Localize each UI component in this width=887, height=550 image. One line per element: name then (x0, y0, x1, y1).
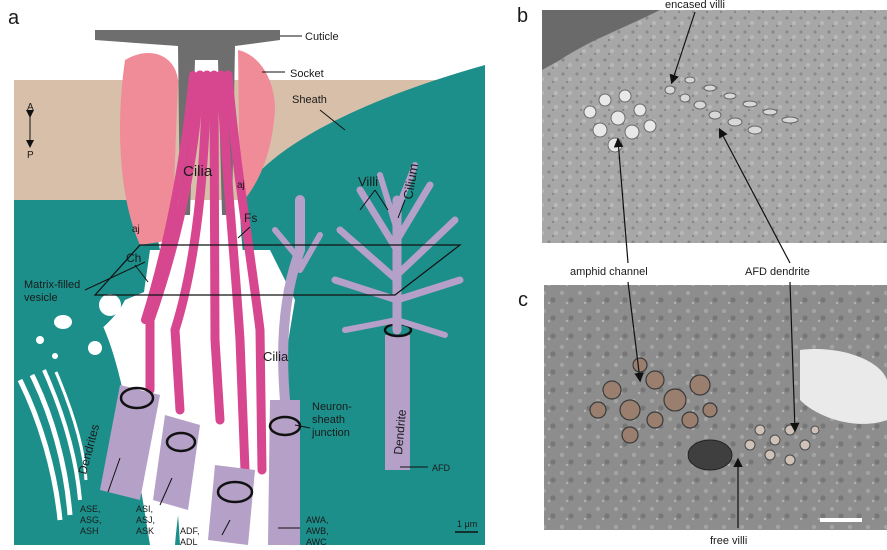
label-neuron-sheath-3: junction (311, 427, 350, 439)
panel-c-letter: c (518, 289, 528, 311)
label-free-villi: free villi (710, 535, 747, 547)
label-socket: Socket (290, 68, 324, 80)
label-scale: 1 μm (457, 519, 477, 529)
panel-b: b encased villi (517, 0, 887, 243)
group4-line3: AWC (306, 537, 327, 547)
panel-c: c free villi (518, 285, 887, 547)
label-amphid-channel: amphid channel (570, 266, 648, 278)
label-villi: Villi (358, 174, 378, 189)
em-c-scale-bar (820, 518, 862, 522)
label-cilia-mid: Cilia (263, 349, 289, 364)
label-neuron-sheath-1: Neuron- (312, 401, 352, 413)
panel-a-letter: a (8, 7, 20, 29)
label-encased-villi: encased villi (665, 0, 725, 11)
group1-line3: ASH (80, 526, 99, 536)
label-fs: Fs (244, 211, 257, 225)
panel-b-letter: b (517, 5, 528, 27)
group3-line2: ADL (180, 537, 198, 547)
axis-posterior: P (27, 150, 34, 161)
group1-line2: ASG, (80, 515, 102, 525)
group3-line1: ADF, (180, 526, 200, 536)
group2-line2: ASJ, (136, 515, 155, 525)
label-cilia-top: Cilia (183, 163, 213, 180)
em-c-dark-organelle (688, 440, 732, 470)
label-neuron-sheath-2: sheath (312, 414, 345, 426)
group4-line2: AWB, (306, 526, 329, 536)
label-cuticle: Cuticle (305, 31, 339, 43)
group2-line3: ASK (136, 526, 154, 536)
axis-anterior: A (27, 102, 34, 113)
label-ch: Ch (126, 251, 141, 265)
label-aj-left: aj (132, 224, 140, 235)
group2-line1: ASI, (136, 504, 153, 514)
label-afd: AFD (432, 463, 451, 473)
label-aj-right: aj (237, 180, 245, 191)
label-matrix-vesicle-1: Matrix-filled (24, 279, 80, 291)
label-afd-dendrite: AFD dendrite (745, 266, 810, 278)
label-matrix-vesicle-2: vesicle (24, 292, 58, 304)
group4-line1: AWA, (306, 515, 328, 525)
group1-line1: ASE, (80, 504, 101, 514)
panel-a: a (8, 7, 485, 547)
label-sheath: Sheath (292, 94, 327, 106)
